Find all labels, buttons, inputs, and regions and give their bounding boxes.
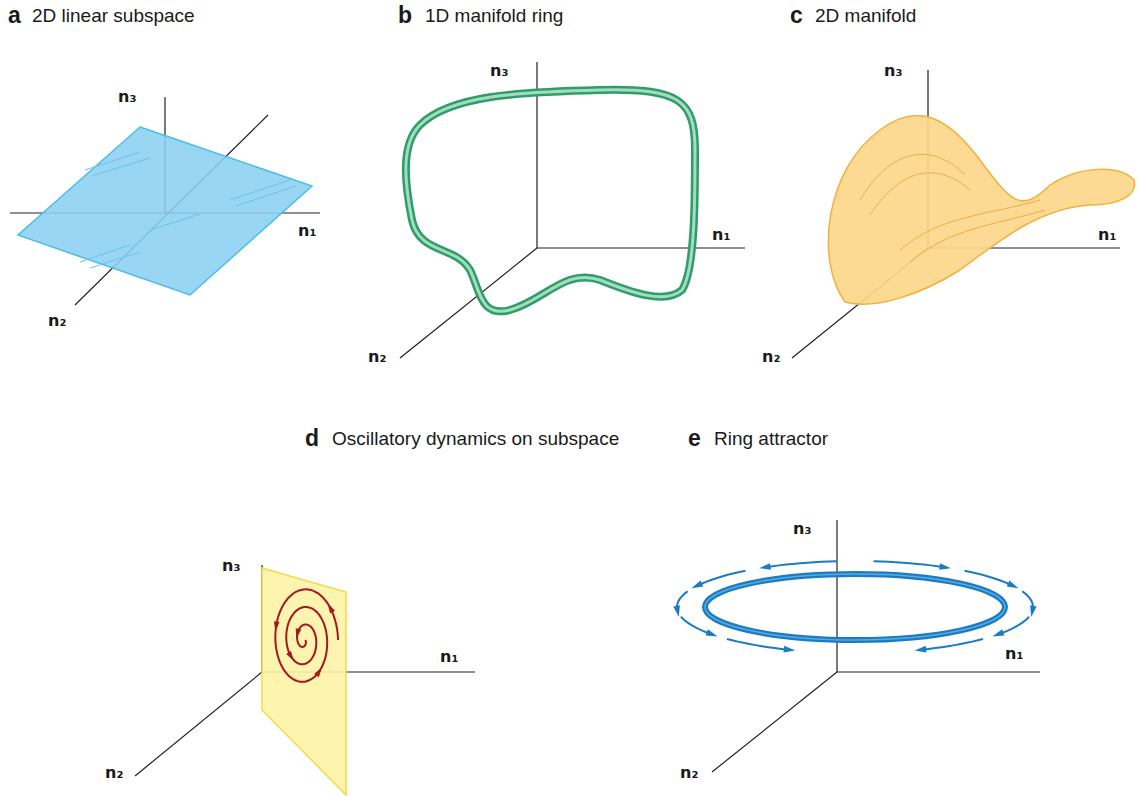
arrow-head (915, 646, 927, 653)
arrow-head (992, 629, 1004, 636)
axis-label: n₁ (298, 222, 316, 240)
axis-label: n₁ (440, 648, 458, 666)
linear-plane (18, 127, 312, 295)
arrow-head (296, 628, 302, 638)
arrow-head (328, 603, 335, 613)
panel-letter: b (398, 2, 412, 28)
ring-attractor (705, 574, 1005, 640)
arrow-head (691, 580, 703, 588)
panel-title: 2D manifold (815, 5, 916, 27)
flow-arrow (727, 639, 788, 650)
flow-arrow (965, 571, 1013, 586)
axis-label: n₂ (48, 312, 66, 330)
axis-label: n₁ (1098, 226, 1116, 244)
flow-arrow (999, 617, 1029, 634)
panel-title: Ring attractor (714, 428, 828, 450)
flow-arrow (922, 639, 983, 650)
oscillation-plane (262, 568, 346, 795)
manifold-surface (828, 116, 1134, 305)
panel-title: 2D linear subspace (32, 5, 195, 27)
axis-label: n₃ (118, 88, 136, 106)
panel-title: 1D manifold ring (425, 5, 563, 27)
panel-letter: e (688, 425, 701, 451)
axis-label: n₂ (680, 764, 698, 782)
manifold-ring (406, 90, 695, 312)
axis-label: n₃ (490, 62, 508, 80)
arrow-head (673, 605, 680, 617)
axis-label: n₃ (884, 62, 902, 80)
arrow-head (286, 651, 294, 661)
panel-letter: d (305, 425, 319, 451)
axis-label: n₂ (762, 348, 780, 366)
arrow-head (939, 563, 951, 570)
axis-label: n₃ (793, 520, 811, 538)
flow-arrow (766, 561, 836, 567)
arrow-head (1007, 580, 1019, 588)
flow-arrow (698, 571, 746, 586)
axis-label: n₁ (1005, 645, 1023, 663)
axis-label: n₂ (368, 348, 386, 366)
arrow-head (314, 667, 322, 677)
panel-title: Oscillatory dynamics on subspace (332, 428, 619, 450)
arrow-head (706, 629, 718, 636)
arrow-head (759, 563, 771, 570)
flow-layer (673, 561, 1036, 652)
manifold-ring-core (406, 90, 695, 312)
axis-label: n₂ (105, 764, 123, 782)
flow-arrow (681, 617, 711, 634)
arrow-head (274, 621, 280, 631)
spiral-layer (274, 589, 338, 681)
panel-letter: a (8, 2, 21, 28)
oscillation-spiral (275, 589, 338, 681)
surface-lines (860, 154, 1045, 262)
plane-hatching (80, 152, 296, 268)
arrow-head (783, 646, 795, 653)
axis-label: n₃ (222, 557, 240, 575)
flow-arrow (874, 561, 944, 567)
axis-label: n₁ (712, 226, 730, 244)
arrow-head (1030, 605, 1037, 617)
ring-attractor-core (705, 574, 1005, 640)
panel-letter: c (790, 2, 803, 28)
